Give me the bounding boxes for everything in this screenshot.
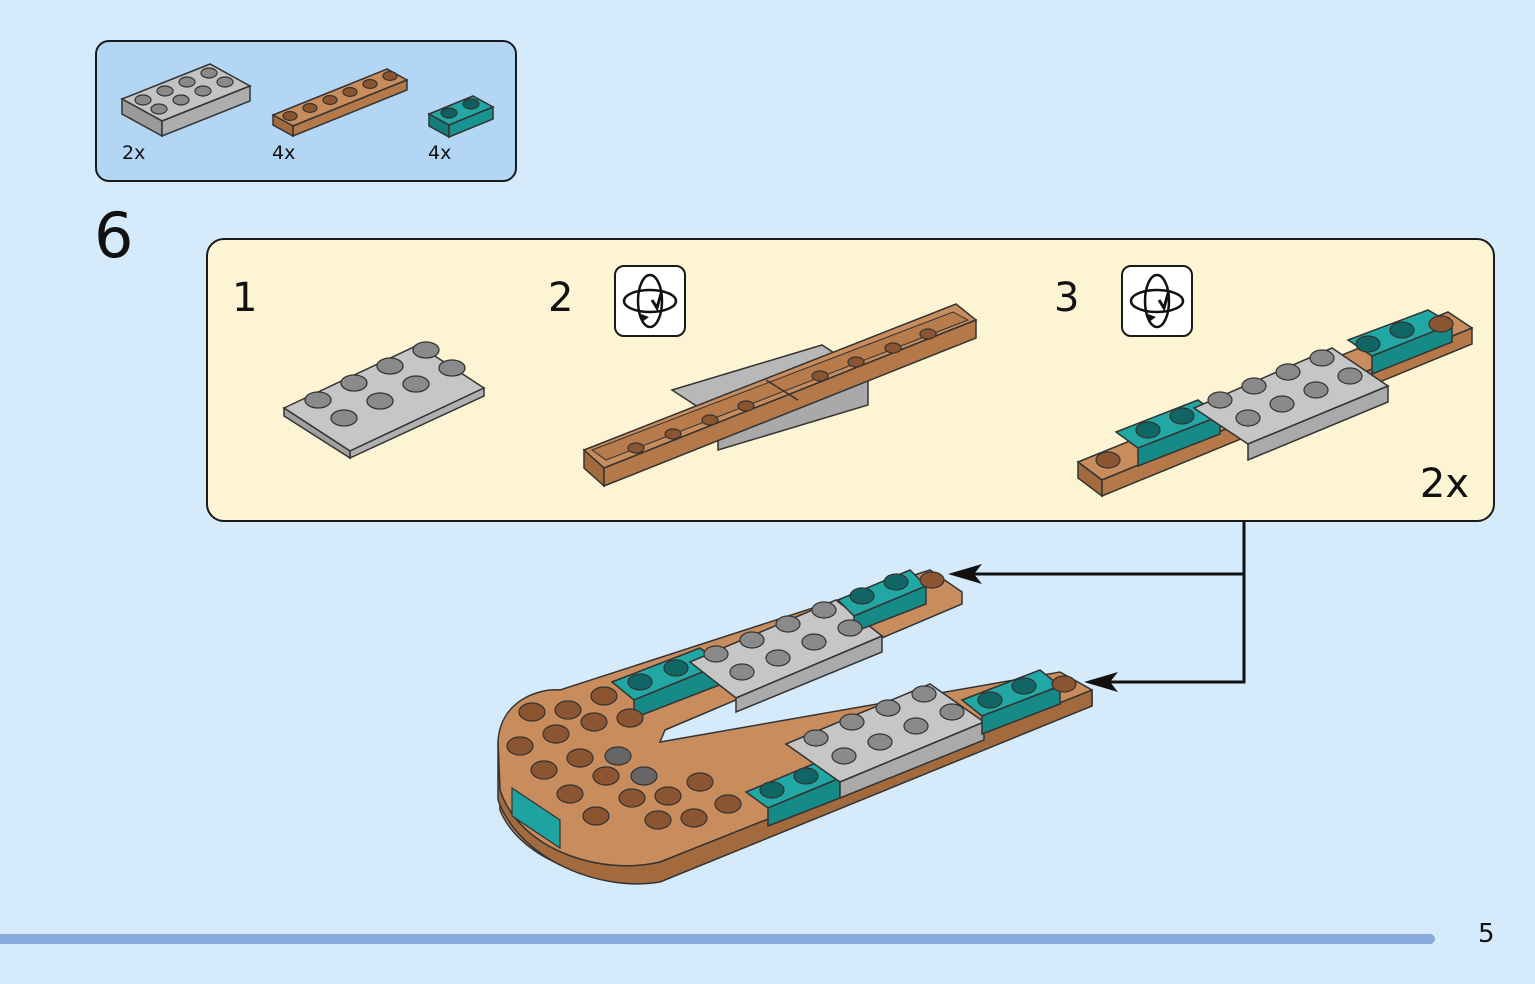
parts-illustration [120, 63, 495, 139]
page-number: 5 [1478, 919, 1495, 949]
step-number: 6 [94, 199, 134, 272]
parts-callout: 2x 4x 4x [95, 40, 517, 182]
rotate-model-icon [614, 265, 686, 337]
arrow-head-top [948, 564, 982, 584]
substep-panel: 1 2 3 2x [206, 238, 1495, 522]
substep-3-assembly [1076, 309, 1474, 498]
teal-plate-icon [427, 95, 495, 139]
connector-arrows [960, 522, 1246, 684]
substep-2-number: 2 [548, 275, 574, 321]
multiplier-label: 2x [1419, 461, 1469, 507]
u-shaped-base [497, 569, 1093, 885]
qty-brown-plate: 4x [272, 142, 296, 164]
arrow-head-bottom [1084, 672, 1118, 692]
substep-3-number: 3 [1054, 275, 1080, 321]
substep-1-gray-plate [282, 341, 486, 460]
qty-gray-plate: 2x [122, 142, 146, 164]
substep-2-assembly [582, 303, 978, 488]
qty-teal-plate: 4x [428, 142, 452, 164]
substep-1-number: 1 [232, 275, 258, 321]
gray-plate-icon [120, 63, 252, 138]
progress-bar [0, 934, 1435, 944]
brown-plate-icon [271, 68, 409, 138]
substep-illustrations [282, 303, 1474, 498]
rotate-model-icon [1121, 265, 1193, 337]
